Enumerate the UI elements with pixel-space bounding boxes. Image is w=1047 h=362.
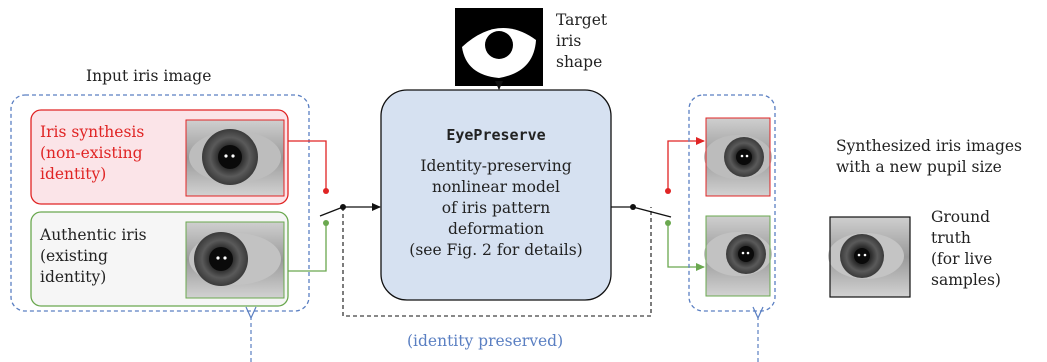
model-box <box>380 89 612 301</box>
authentic-eye-image <box>185 221 285 299</box>
ground-truth-eye-image <box>828 216 911 298</box>
synthesis-eye-image <box>185 119 285 197</box>
output-switch-lever <box>632 206 672 218</box>
output-green-contact <box>665 220 671 226</box>
authentic-label: Authentic iris (existing identity) <box>40 226 147 286</box>
output-authentic-eye-image <box>704 215 772 297</box>
identity-preserved-note: (identity preserved) <box>407 332 564 350</box>
output-red-contact <box>665 188 671 194</box>
authentic-switch-contact <box>323 220 329 226</box>
synthesis-switch-contact <box>323 188 329 194</box>
output-label: Synthesized iris images with a new pupil… <box>836 137 1022 176</box>
output-synthesis-eye-image <box>704 117 772 197</box>
input-switch-lever <box>319 206 344 217</box>
model-description: Identity-preserving nonlinear model of i… <box>409 157 583 259</box>
synthesis-label: Iris synthesis (non-existing identity) <box>40 123 145 183</box>
input-group-frame <box>10 94 310 312</box>
identity-bypass-line <box>342 207 652 317</box>
authentic-connector <box>288 224 327 272</box>
output-green-connector <box>667 224 705 271</box>
output-group-frame <box>688 94 776 312</box>
output-red-connector <box>667 137 705 190</box>
target-shape-image <box>455 8 543 86</box>
model-title: EyePreserve <box>446 126 546 144</box>
target-label: Target iris shape <box>556 11 608 71</box>
input-title: Input iris image <box>86 67 212 85</box>
synthesis-connector <box>288 140 327 190</box>
ground-truth-label: Ground truth (for live samples) <box>931 208 1001 289</box>
